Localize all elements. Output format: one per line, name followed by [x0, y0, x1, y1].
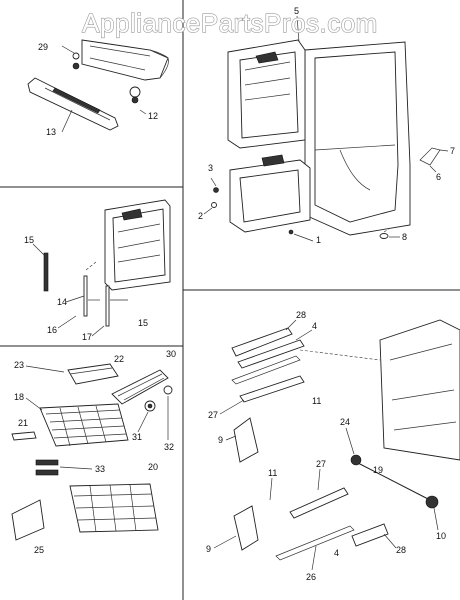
- callout-14: 14: [57, 297, 67, 307]
- callout-22: 22: [114, 354, 124, 364]
- callouts-bottom-left: 23 22 30 18 21 31 32 33 20 25: [14, 349, 176, 555]
- callout-9-lower: 9: [206, 544, 211, 554]
- rail-panel: [231, 319, 460, 561]
- callouts-top-right: 5 3 2 1 7 6 8: [198, 6, 455, 245]
- callout-33: 33: [95, 464, 105, 474]
- callout-8: 8: [402, 232, 407, 242]
- callout-4-lower: 4: [334, 548, 339, 558]
- callout-21: 21: [18, 418, 28, 428]
- callout-16: 16: [47, 325, 57, 335]
- callouts-top-left: 29 13 12: [38, 42, 158, 137]
- callout-9-upper: 9: [218, 435, 223, 445]
- callout-12: 12: [148, 111, 158, 121]
- callout-20: 20: [148, 462, 158, 472]
- gasket-panel: [43, 199, 171, 327]
- cabinet-panel: [210, 39, 441, 239]
- callout-3: 3: [208, 163, 213, 173]
- callouts-bottom-right: 28 4 27 11 9 24 19 10 11 27 9 4 28 26: [206, 310, 446, 582]
- callout-27-upper: 27: [208, 410, 218, 420]
- callout-15-upper: 15: [24, 235, 34, 245]
- basket-panel: [11, 363, 173, 541]
- callout-26: 26: [306, 572, 316, 582]
- callout-13: 13: [46, 127, 56, 137]
- callout-27-lower: 27: [316, 459, 326, 469]
- callout-15-lower: 15: [138, 318, 148, 328]
- callout-1: 1: [316, 235, 321, 245]
- callout-7: 7: [450, 146, 455, 156]
- callout-28-lower: 28: [396, 545, 406, 555]
- watermark-text: AppliancePartsPros.com: [82, 8, 378, 38]
- callout-29: 29: [38, 42, 48, 52]
- light-housing-panel: [27, 39, 169, 133]
- callout-18: 18: [14, 392, 24, 402]
- callout-19: 19: [373, 465, 383, 475]
- callout-2: 2: [198, 211, 203, 221]
- callout-11-lower: 11: [268, 468, 277, 478]
- callouts-middle-left: 15 14 16 17 15: [24, 235, 148, 342]
- callout-6: 6: [436, 172, 441, 182]
- callout-25: 25: [34, 545, 44, 555]
- callout-24: 24: [340, 417, 350, 427]
- callout-10: 10: [436, 531, 446, 541]
- callout-23: 23: [14, 360, 24, 370]
- callout-32: 32: [164, 442, 174, 452]
- callout-28-upper: 28: [296, 310, 306, 320]
- callout-30: 30: [166, 349, 176, 359]
- callout-5: 5: [294, 6, 299, 16]
- callout-11-upper: 11: [312, 396, 321, 406]
- callout-17: 17: [82, 332, 92, 342]
- callout-4-upper: 4: [312, 321, 317, 331]
- callout-31: 31: [132, 432, 142, 442]
